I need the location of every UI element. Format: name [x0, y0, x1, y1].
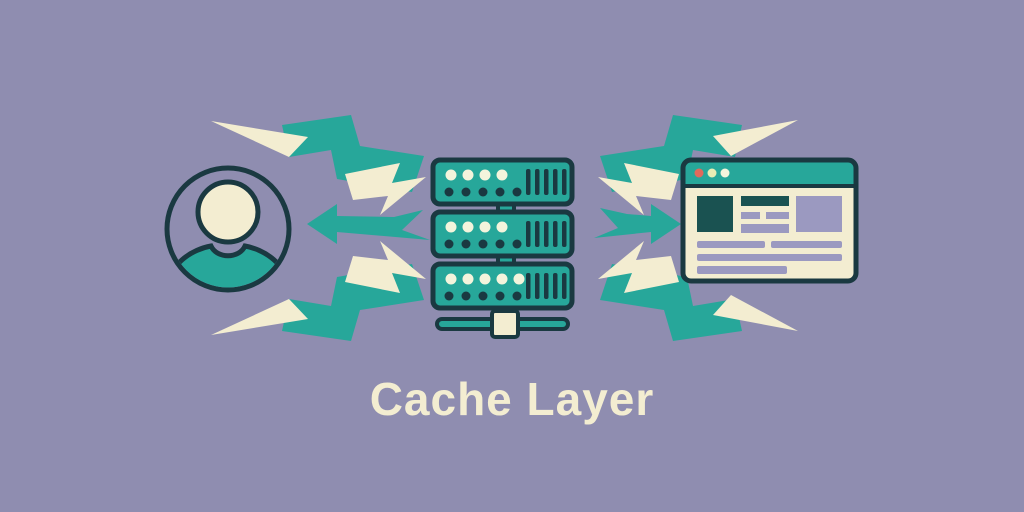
browser-window-icon [680, 157, 859, 284]
diagram-title: Cache Layer [369, 373, 655, 425]
window-control-dot-yellow [707, 168, 717, 178]
avatar-head [195, 179, 261, 245]
server-unit [430, 157, 575, 207]
page-heading-block [741, 196, 789, 206]
window-control-dot-red [694, 168, 704, 178]
server-stack-icon [430, 157, 575, 339]
lightning-bolt-icon [598, 241, 798, 341]
network-node [490, 309, 520, 339]
lightning-bolt-icon [211, 115, 426, 215]
server-unit [430, 209, 575, 259]
lightning-bolt-icon [598, 115, 798, 215]
arrow-right-icon [594, 204, 681, 244]
page-image-block [697, 196, 733, 232]
window-control-dot-cream [720, 168, 730, 178]
arrow-left-icon [307, 204, 430, 244]
avatar-body [169, 243, 287, 288]
browser-titlebar [683, 160, 856, 186]
lightning-bolt-icon [211, 241, 426, 341]
server-unit [430, 261, 575, 311]
user-avatar-icon [164, 165, 292, 293]
page-side-block [796, 196, 842, 232]
